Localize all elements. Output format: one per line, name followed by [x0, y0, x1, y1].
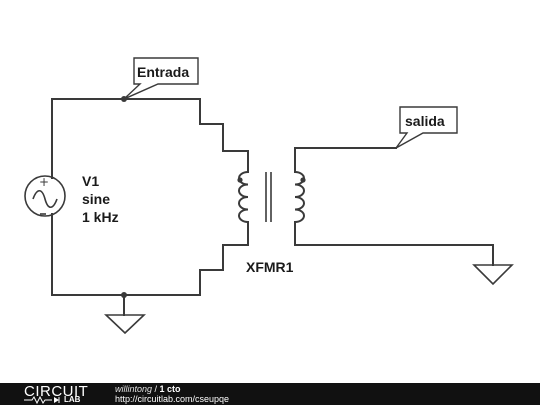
credit-separator: /: [152, 384, 160, 394]
wire-input-top: [51, 98, 249, 173]
source-freq-label: 1 kHz: [82, 209, 119, 225]
circuit-url-link[interactable]: http://circuitlab.com/cseupqe: [115, 394, 230, 404]
wire-output-bottom: [294, 221, 494, 266]
resistor-wave-icon: [24, 396, 60, 404]
ground-symbol-left: [103, 314, 147, 335]
secondary-dot: [300, 177, 306, 183]
net-label-entrada: Entrada: [123, 57, 199, 100]
ground-symbol-right: [472, 264, 514, 286]
logo-lab-text: LAB: [64, 395, 81, 404]
schematic-canvas: + V1 sine 1 kHz XFMR1 Entrada salida: [24, 57, 514, 335]
wire-input-bottom: [51, 219, 249, 296]
primary-dot: [237, 177, 243, 183]
author-link[interactable]: willintong: [115, 384, 153, 394]
source-name-label: V1: [82, 173, 99, 189]
footer-bar: CIRCUIT LAB willintong / 1 cto http://ci…: [0, 383, 540, 405]
circuitlab-logo[interactable]: CIRCUIT LAB: [24, 383, 94, 404]
salida-label-text: salida: [405, 113, 445, 129]
sine-source-symbol: +: [24, 175, 66, 217]
circuit-title[interactable]: 1 cto: [159, 384, 181, 394]
svg-text:+: +: [39, 175, 49, 189]
wire-output-top: [294, 147, 397, 173]
source-type-label: sine: [82, 191, 110, 207]
net-label-salida: salida: [395, 106, 458, 149]
logo-circuit-text: CIRCUIT: [24, 383, 89, 400]
circuit-credits: willintong / 1 cto http://circuitlab.com…: [115, 384, 229, 404]
entrada-label-text: Entrada: [137, 64, 189, 80]
transformer-label: XFMR1: [246, 259, 294, 275]
